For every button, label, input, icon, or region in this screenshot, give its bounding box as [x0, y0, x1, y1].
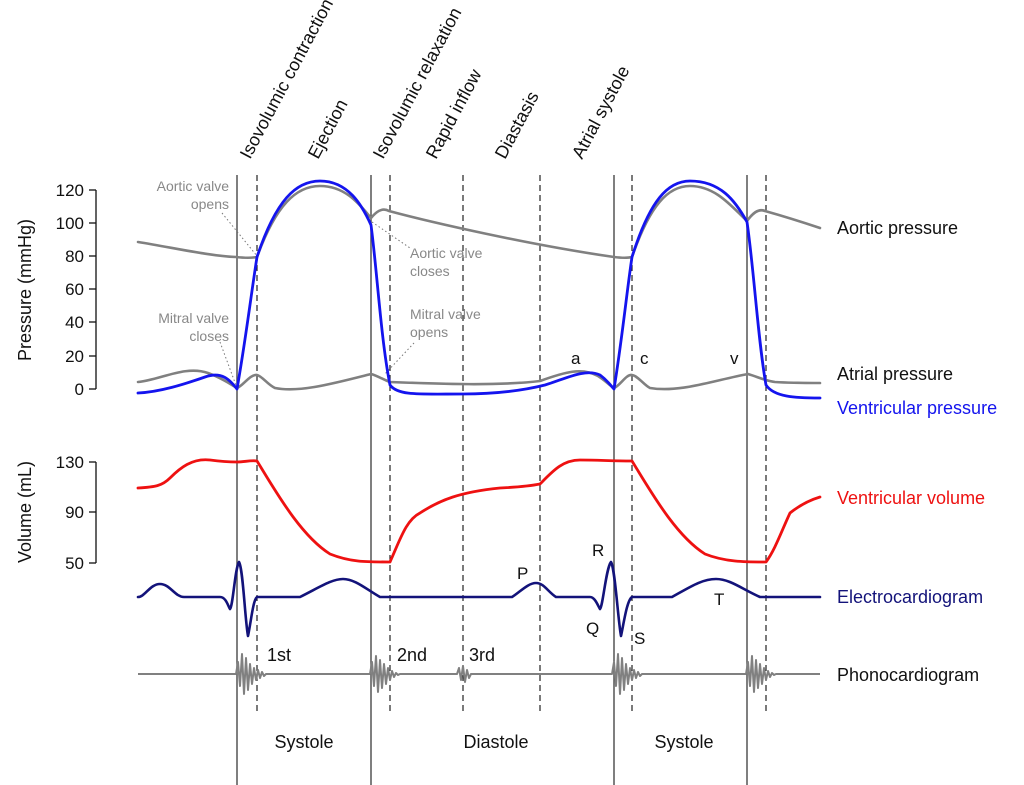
- phase-dividers: [236, 175, 767, 785]
- ecg-wave-r: R: [592, 541, 604, 560]
- leader-aortic-closes: [371, 221, 411, 249]
- pressure-axis-title: Pressure (mmHg): [15, 219, 35, 361]
- ecg-wave-q: Q: [586, 619, 599, 638]
- label-ventricular-volume: Ventricular volume: [837, 488, 985, 508]
- volume-tick: 90: [65, 503, 84, 522]
- valve-event-labels: Aortic valve opens Aortic valve closes M…: [157, 178, 483, 344]
- phase-label-diastasis: Diastasis: [491, 88, 543, 162]
- ecg-wave-p: P: [517, 564, 528, 583]
- phase-label-ejection: Ejection: [304, 96, 352, 162]
- heart-sound-2nd: 2nd: [397, 645, 427, 665]
- aortic-valve-closes-label-1: Aortic valve: [410, 245, 483, 261]
- heart-sound-1st: 1st: [267, 645, 291, 665]
- atrial-wave-c: c: [640, 349, 649, 368]
- heart-sound-3rd: 3rd: [469, 645, 495, 665]
- atrial-wave-labels: a c v: [571, 349, 739, 368]
- leader-mitral-opens: [383, 342, 415, 376]
- pressure-tick: 20: [65, 347, 84, 366]
- pressure-tick: 120: [56, 181, 84, 200]
- volume-tick: 130: [56, 453, 84, 472]
- cycle-diastole: Diastole: [463, 732, 528, 752]
- volume-axis-title: Volume (mL): [15, 461, 35, 563]
- ventricular-volume-trace: [136, 458, 822, 564]
- heart-sound-labels: 1st 2nd 3rd: [267, 645, 495, 665]
- ventricular-pressure-trace: [136, 179, 822, 400]
- aortic-valve-opens-label-2: opens: [191, 196, 229, 212]
- atrial-wave-a: a: [571, 349, 581, 368]
- aortic-valve-closes-label-2: closes: [410, 263, 450, 279]
- ecg-wave-labels: P R Q S T: [517, 541, 724, 648]
- cycle-phase-labels: Systole Diastole Systole: [274, 732, 713, 752]
- label-ventricular-pressure: Ventricular pressure: [837, 398, 997, 418]
- ecg-wave-s: S: [634, 629, 645, 648]
- pressure-tick: 60: [65, 280, 84, 299]
- mitral-valve-closes-label-1: Mitral valve: [158, 310, 229, 326]
- volume-axis: 130 90 50 Volume (mL): [15, 453, 97, 573]
- pressure-tick: 40: [65, 313, 84, 332]
- pressure-tick: 0: [75, 380, 84, 399]
- atrial-pressure-trace: [136, 369, 822, 391]
- cycle-systole-2: Systole: [654, 732, 713, 752]
- phase-label-rapid-inflow: Rapid inflow: [422, 65, 486, 162]
- trace-labels: Aortic pressure Atrial pressure Ventricu…: [837, 218, 997, 685]
- mitral-valve-opens-label-2: opens: [410, 324, 448, 340]
- aortic-valve-opens-label-1: Aortic valve: [157, 178, 230, 194]
- valve-leaders: [219, 212, 415, 389]
- label-electrocardiogram: Electrocardiogram: [837, 587, 983, 607]
- label-atrial-pressure: Atrial pressure: [837, 364, 953, 384]
- ecg-trace: [136, 560, 822, 638]
- volume-tick: 50: [65, 554, 84, 573]
- label-phonocardiogram: Phonocardiogram: [837, 665, 979, 685]
- mitral-valve-closes-label-2: closes: [189, 328, 229, 344]
- cycle-systole-1: Systole: [274, 732, 333, 752]
- leader-aortic-opens: [221, 212, 258, 257]
- atrial-wave-v: v: [730, 349, 739, 368]
- pressure-axis: 120 100 80 60 40 20 0 Pressure (mmHg): [15, 181, 97, 399]
- mitral-valve-opens-label-1: Mitral valve: [410, 306, 481, 322]
- label-aortic-pressure: Aortic pressure: [837, 218, 958, 238]
- pressure-tick: 100: [56, 214, 84, 233]
- phonocardiogram-trace: [138, 653, 820, 695]
- leader-mitral-closes: [219, 341, 238, 389]
- phase-labels: Isovolumic contraction Ejection Isovolum…: [236, 0, 634, 162]
- pressure-tick: 80: [65, 247, 84, 266]
- ecg-wave-t: T: [714, 590, 724, 609]
- phase-label-atrial-systole: Atrial systole: [568, 62, 634, 161]
